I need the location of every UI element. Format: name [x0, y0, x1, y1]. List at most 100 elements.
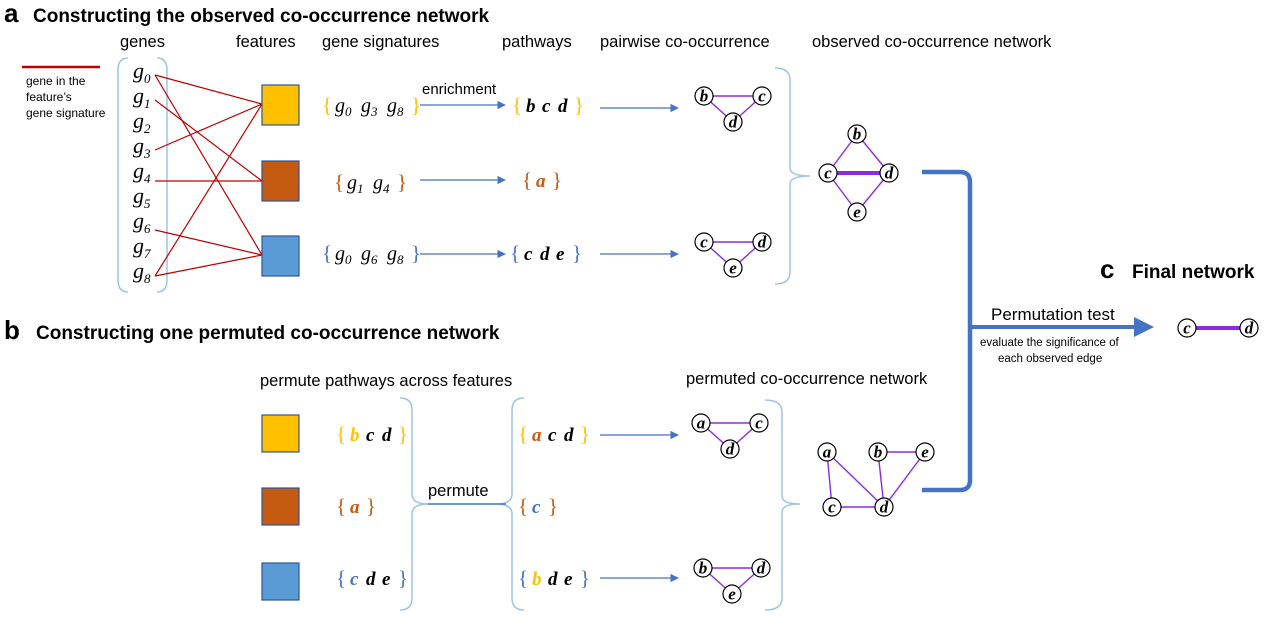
- merge-bracket-observed: [774, 67, 811, 285]
- node-d: [720, 439, 740, 459]
- signature-gene-letter: g: [335, 95, 345, 117]
- pathway-open-brace: {: [518, 494, 528, 518]
- node-label-d: d: [726, 440, 735, 459]
- node-a: [691, 413, 711, 433]
- node-label-a: a: [823, 443, 832, 462]
- pathway-set-2: {a}: [522, 168, 562, 192]
- node-label-c: c: [1183, 319, 1191, 338]
- node-b: [868, 442, 888, 462]
- pathway-d: d: [564, 425, 574, 446]
- pathway-open-brace: {: [518, 422, 528, 446]
- node-label-c: c: [700, 233, 708, 252]
- gene-1: g1: [133, 83, 151, 111]
- pathway-close-brace: }: [366, 494, 376, 518]
- signature-open-brace: {: [322, 241, 332, 265]
- permute-feature-yellow: [261, 414, 300, 453]
- legend-line-1: gene in the: [26, 74, 86, 88]
- signature-gene-letter: g: [335, 243, 345, 265]
- node-label-e: e: [728, 585, 736, 604]
- section-c: Permutation test evaluate the significan…: [922, 169, 1259, 493]
- feature-yellow: [261, 84, 300, 126]
- node-label-a: a: [697, 414, 706, 433]
- node-c: [1177, 318, 1197, 338]
- pathway-c: c: [532, 497, 541, 518]
- permute-label: permute: [428, 482, 489, 500]
- gene-3: g3: [133, 133, 151, 161]
- enrichment-label: enrichment: [422, 81, 497, 98]
- gene-subscript: 3: [143, 146, 151, 161]
- gene-letter: g: [133, 183, 144, 208]
- gene-subscript: 1: [144, 96, 151, 111]
- pathway-c: c: [350, 569, 359, 590]
- gene-letter: g: [133, 83, 144, 108]
- pathway-close-brace: }: [548, 494, 558, 518]
- node-label-d: d: [885, 164, 894, 183]
- gene-2: g2: [133, 108, 151, 136]
- signature-gene-subscript: 8: [397, 104, 404, 119]
- pathway-a: a: [532, 425, 542, 446]
- pathway-d: d: [540, 244, 550, 265]
- gene-4: g4: [133, 158, 151, 186]
- signature-open-brace: {: [322, 93, 332, 117]
- node-d: [751, 558, 771, 578]
- signature-gene-letter: g: [347, 172, 357, 194]
- pathway-close-brace: }: [574, 93, 584, 117]
- node-b: [847, 124, 867, 144]
- node-label-d: d: [758, 233, 767, 252]
- section-c-title: Final network: [1132, 262, 1255, 283]
- combine-bracket: [922, 169, 973, 493]
- signature-gene-letter: g: [387, 95, 397, 117]
- gene-subscript: 7: [144, 246, 151, 261]
- signature-open-brace: {: [334, 170, 344, 194]
- pathway-e: e: [382, 569, 391, 590]
- signature-gene-letter: g: [361, 243, 371, 265]
- node-c: [752, 86, 772, 106]
- original-pathway-2: {a}: [336, 494, 376, 518]
- gene-letter: g: [133, 208, 144, 233]
- legend-line-2: feature’s: [26, 90, 72, 104]
- pathway-e: e: [564, 569, 573, 590]
- node-label-e: e: [729, 259, 737, 278]
- merge-bracket-permuted: [764, 399, 801, 611]
- header-permuted-network: permuted co-occurrence network: [686, 370, 928, 388]
- pathway-open-brace: {: [510, 241, 520, 265]
- signature-gene-letter: g: [373, 172, 383, 194]
- node-d: [723, 112, 743, 132]
- signature-close-brace: }: [411, 93, 421, 117]
- node-label-b: b: [699, 559, 708, 578]
- gene-subscript: 0: [144, 71, 151, 86]
- signature-gene-subscript: 6: [371, 252, 378, 267]
- signature-gene-subscript: 4: [383, 181, 390, 196]
- gene-5: g5: [133, 183, 151, 211]
- pathway-c: c: [524, 244, 533, 265]
- gene-subscript: 6: [144, 221, 151, 236]
- signature-gene: g6: [361, 243, 378, 267]
- pathway-open-brace: {: [512, 93, 522, 117]
- pathway-a: a: [350, 497, 360, 518]
- pathway-close-brace: }: [552, 168, 562, 192]
- signature-gene: g3: [361, 95, 378, 119]
- section-a-letter: a: [4, 0, 19, 28]
- edge-g8-yellow: [154, 103, 263, 277]
- node-label-e: e: [921, 443, 929, 462]
- signature-gene-subscript: 0: [345, 252, 352, 267]
- pathway-d: d: [366, 569, 376, 590]
- pathway-b: b: [532, 569, 542, 590]
- signature-gene: g0: [335, 243, 352, 267]
- signature-gene: g8: [387, 243, 404, 267]
- node-label-c: c: [828, 498, 836, 517]
- node-e: [723, 258, 743, 278]
- section-b-letter: b: [4, 315, 20, 345]
- permuted-pathway-2: {c}: [518, 494, 558, 518]
- signature-close-brace: }: [411, 241, 421, 265]
- pathway-a: a: [536, 171, 546, 192]
- gene-feature-edges: [154, 74, 263, 277]
